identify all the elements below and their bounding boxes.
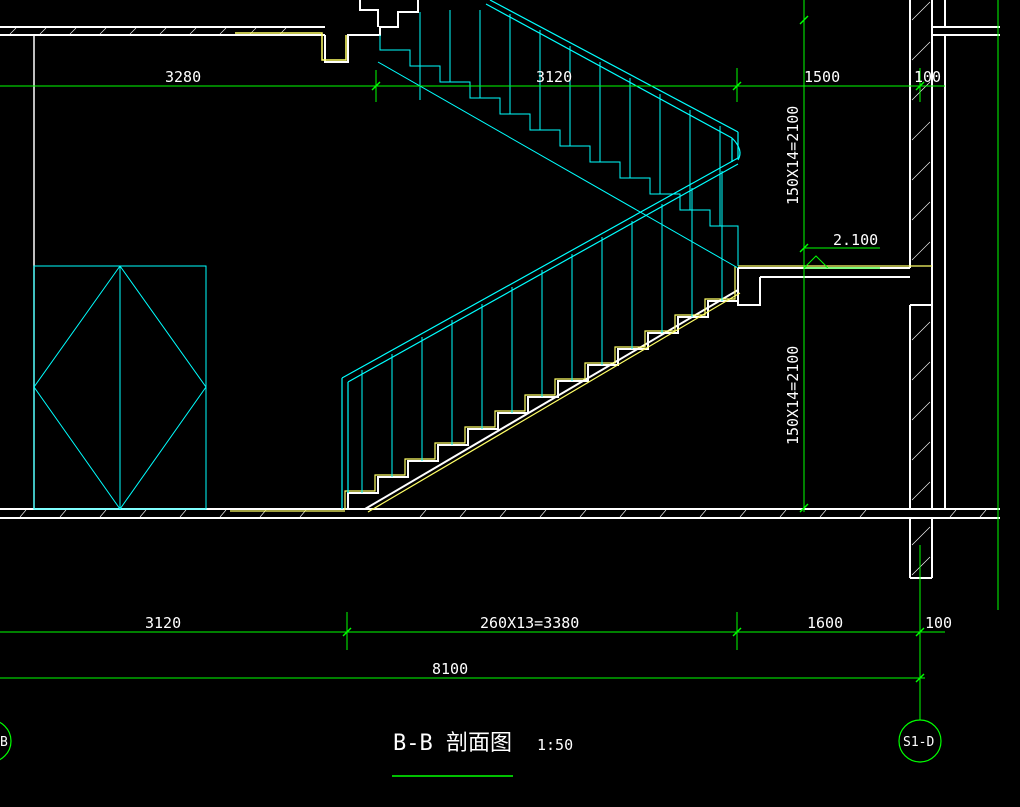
landing-slab (737, 267, 910, 306)
dim-top-1: 3280 (165, 68, 201, 86)
upper-slab-hatch (9, 27, 287, 35)
dim-bottom-3: 1600 (807, 614, 843, 632)
dim-top-4: 100 (914, 68, 941, 86)
upper-floor-slab (0, 26, 1000, 36)
door-elevation (33, 265, 207, 510)
dim-bottom-2: 260X13=3380 (480, 614, 579, 632)
dim-bottom-1: 3120 (145, 614, 181, 632)
section-scale: 1:50 (537, 736, 573, 754)
section-title: B-B 剖面图 (393, 731, 512, 756)
right-wall (909, 0, 946, 579)
dimension-texts: 3280 3120 1500 100 3120 260X13=3380 1600… (145, 68, 952, 678)
dim-vertical-upper: 150X14=2100 (784, 106, 802, 205)
lower-stair-steps (347, 268, 739, 510)
dim-overall: 8100 (432, 660, 468, 678)
axis-label-right: S1-D (903, 735, 934, 750)
upper-railing (485, 0, 739, 162)
elevation-marker (803, 255, 829, 269)
axis-label-left: B (0, 735, 8, 750)
dimension-lines (0, 0, 999, 720)
dim-top-3: 1500 (804, 68, 840, 86)
upper-railing-balusters (419, 10, 721, 226)
lower-railing-balusters (361, 171, 723, 493)
upper-stair-finish (235, 32, 347, 61)
axis-bubble-right: S1-D (898, 719, 942, 763)
dim-vertical-lower: 150X14=2100 (784, 346, 802, 445)
dim-bottom-4: 100 (925, 614, 952, 632)
lower-railing (341, 157, 739, 509)
dimension-ticks (342, 15, 925, 683)
right-wall-hatch (911, 1, 931, 576)
landing-railing-return (731, 137, 741, 161)
dim-top-2: 3120 (536, 68, 572, 86)
lower-stair-soffit (367, 292, 741, 513)
upper-stair-treads (324, 0, 419, 63)
upper-flight-steps-beyond (377, 35, 739, 269)
landing-elevation: 2.100 (833, 231, 878, 249)
axis-bubble-left: B (0, 721, 12, 761)
ground-slab-hatch (19, 509, 987, 518)
lower-stair-nosing (344, 266, 736, 510)
